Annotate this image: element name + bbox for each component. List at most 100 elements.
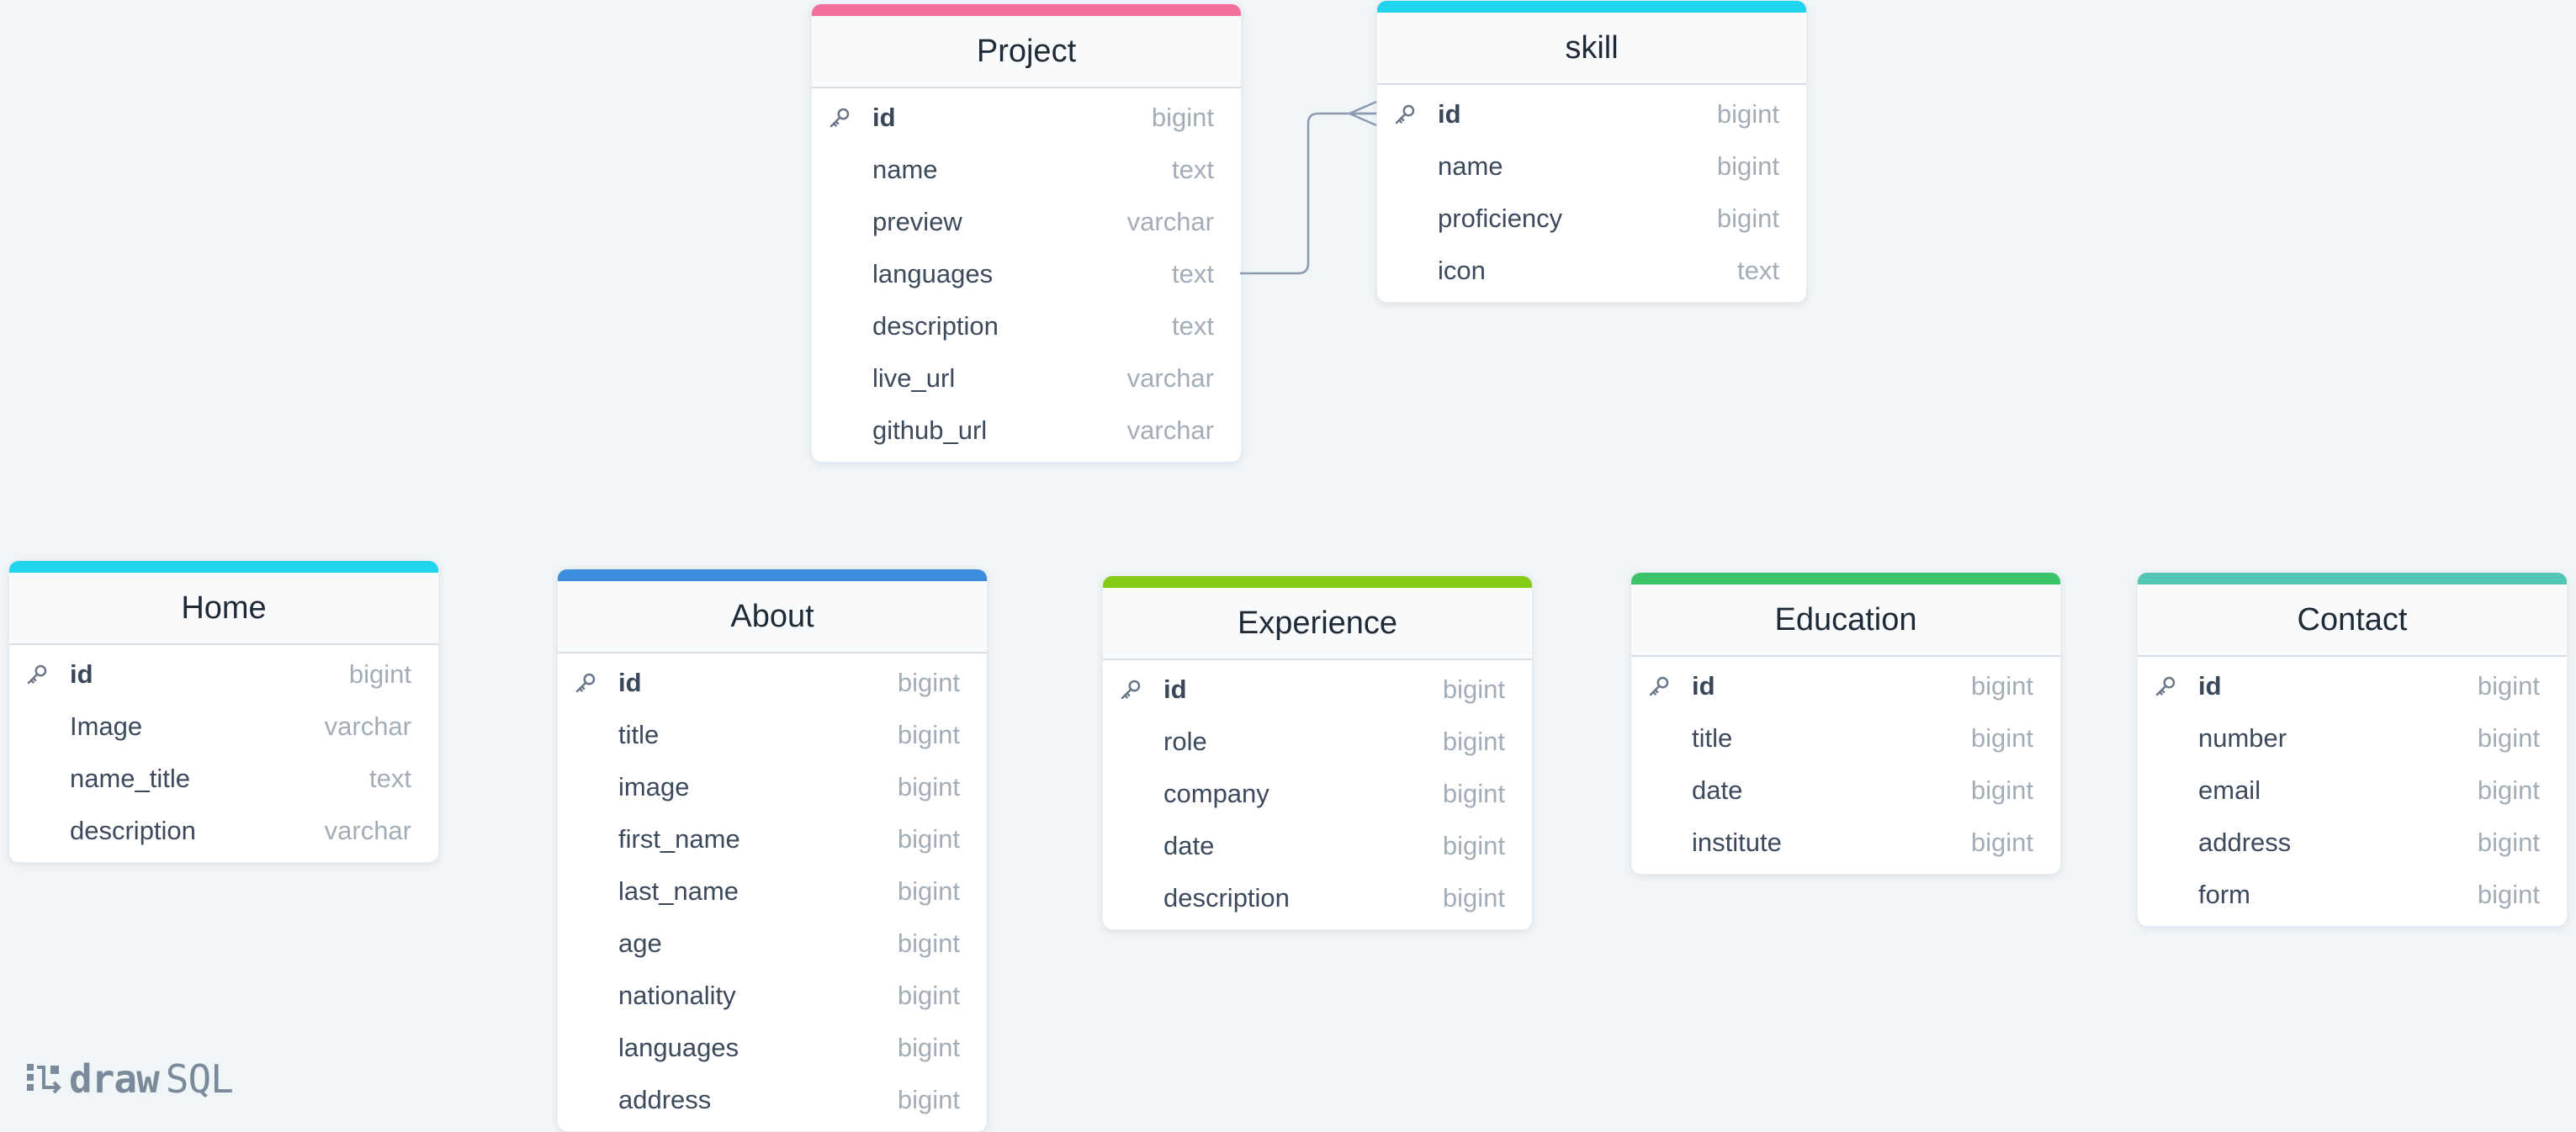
logo-text-draw: draw — [69, 1056, 160, 1102]
table-title[interactable]: About — [558, 581, 987, 653]
column-type: varchar — [324, 816, 411, 845]
column-spacer — [2153, 880, 2183, 910]
column-name: address — [618, 1085, 712, 1114]
column-row[interactable]: address bigint — [558, 1074, 987, 1126]
column-type: varchar — [1126, 207, 1214, 236]
column-type: bigint — [897, 1033, 960, 1062]
column-spacer — [573, 1085, 603, 1115]
column-type: bigint — [897, 981, 960, 1010]
column-spacer — [1646, 828, 1677, 858]
column-type: bigint — [897, 824, 960, 854]
column-type: varchar — [324, 711, 411, 741]
column-spacer — [1118, 779, 1148, 809]
column-spacer — [1118, 831, 1148, 861]
table-title[interactable]: Contact — [2138, 585, 2567, 657]
column-type: bigint — [897, 1085, 960, 1114]
column-type: bigint — [1970, 828, 2033, 857]
column-row[interactable]: Image varchar — [9, 701, 438, 753]
column-type: bigint — [348, 659, 411, 689]
column-spacer — [827, 207, 857, 237]
column-name: form — [2198, 880, 2250, 909]
column-spacer — [573, 824, 603, 854]
table-title[interactable]: Project — [812, 16, 1241, 88]
column-type: bigint — [2477, 723, 2540, 753]
column-spacer — [573, 928, 603, 959]
table-color-bar — [812, 4, 1241, 16]
column-name: address — [2198, 828, 2292, 857]
primary-key-icon — [1118, 674, 1148, 705]
column-name: id — [1163, 674, 1187, 704]
column-spacer — [573, 981, 603, 1011]
column-row[interactable]: languages bigint — [558, 1022, 987, 1074]
column-type: bigint — [897, 928, 960, 958]
column-spacer — [1646, 775, 1677, 806]
column-spacer — [2153, 723, 2183, 754]
column-name: institute — [1692, 828, 1782, 857]
column-name: Image — [70, 711, 143, 741]
column-spacer — [827, 311, 857, 341]
column-name: title — [618, 720, 660, 749]
column-type: text — [1172, 311, 1214, 341]
column-type: bigint — [1970, 723, 2033, 753]
column-spacer — [1646, 723, 1677, 754]
column-spacer — [24, 711, 55, 742]
column-row[interactable]: institute bigint — [1631, 817, 2060, 869]
table-title[interactable]: skill — [1377, 13, 1806, 85]
table-title[interactable]: Experience — [1103, 588, 1532, 660]
column-name: description — [1163, 883, 1290, 912]
table-title[interactable]: Home — [9, 573, 438, 645]
column-name: languages — [618, 1033, 739, 1062]
column-name: name — [1438, 151, 1503, 181]
table-title[interactable]: Education — [1631, 585, 2060, 657]
primary-key-icon — [827, 103, 857, 133]
column-spacer — [24, 816, 55, 846]
column-spacer — [24, 764, 55, 794]
column-type: bigint — [1151, 103, 1214, 132]
table-color-bar — [1377, 1, 1806, 13]
